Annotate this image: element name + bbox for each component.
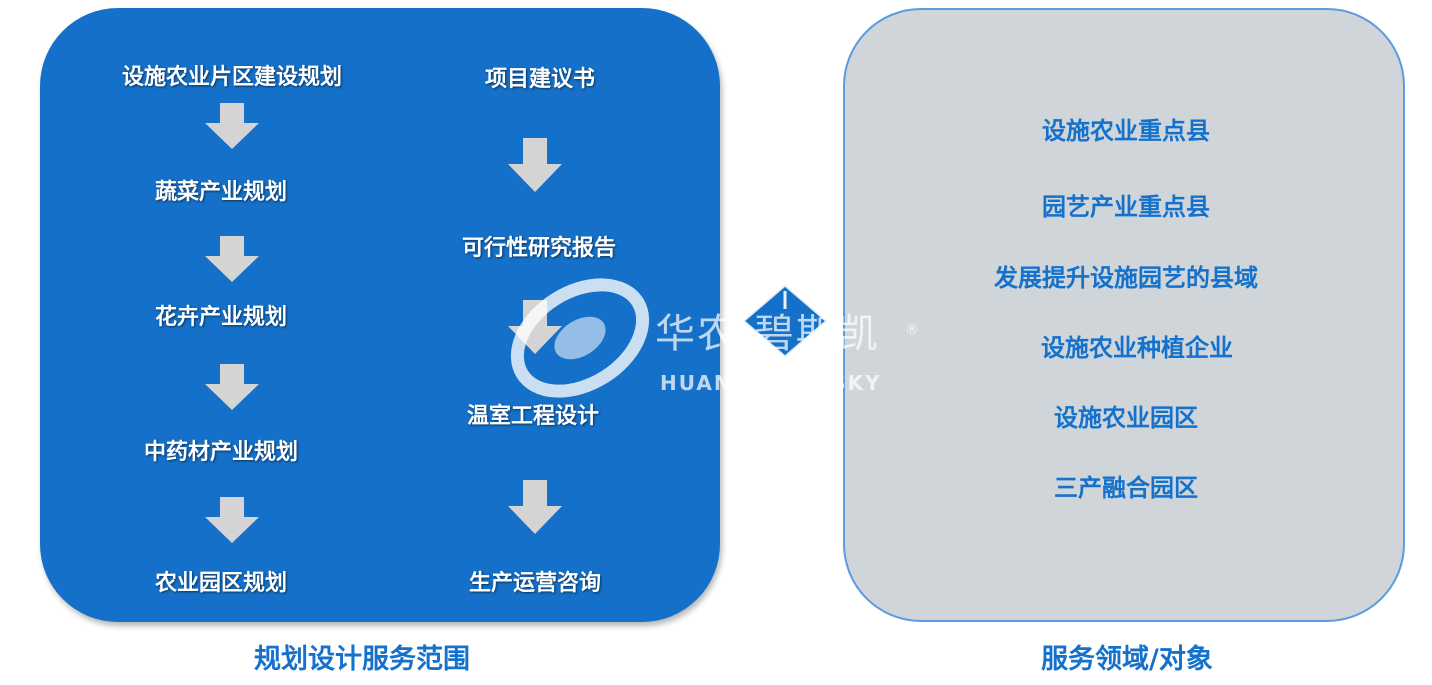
target-horticulture-county: 园艺产业重点县 (1042, 193, 1210, 221)
flow-step-feasibility-report: 可行性研究报告 (461, 236, 617, 261)
flow-step-operation-consulting: 生产运营咨询 (468, 571, 602, 596)
target-agri-park: 设施农业园区 (1054, 404, 1198, 432)
watermark-brand-cn: 华农·碧斯凯 (655, 311, 880, 357)
down-arrow-icon (508, 480, 562, 534)
target-planting-enterprise: 设施农业种植企业 (1041, 334, 1233, 362)
flow-step-flower-planning: 花卉产业规划 (154, 305, 288, 330)
down-arrow-icon (508, 300, 562, 354)
flow-step-greenhouse-design: 温室工程设计 (466, 404, 600, 429)
flow-step-park-planning: 农业园区规划 (154, 571, 288, 596)
flow-step-herb-planning: 中药材产业规划 (143, 440, 299, 465)
down-arrow-icon (205, 364, 259, 410)
watermark-registered-mark: ® (905, 322, 919, 338)
target-facility-county: 设施农业重点县 (1042, 117, 1210, 145)
down-arrow-icon (508, 138, 562, 192)
service-scope-caption: 规划设计服务范围 (254, 644, 470, 675)
service-scope-panel (40, 8, 720, 622)
watermark-diamond-icon (740, 283, 830, 359)
flow-step-project-proposal: 项目建议书 (484, 67, 596, 92)
service-targets-caption: 服务领域/对象 (1041, 644, 1213, 675)
service-targets-panel (843, 8, 1405, 622)
down-arrow-icon (205, 236, 259, 282)
target-developing-county: 发展提升设施园艺的县域 (994, 264, 1258, 292)
watermark-brand-en: HUANONG·BESKY (660, 371, 882, 395)
target-integration-park: 三产融合园区 (1054, 474, 1198, 502)
watermark-logo-icon (505, 278, 655, 398)
flow-step-vegetable-planning: 蔬菜产业规划 (154, 180, 288, 205)
down-arrow-icon (205, 103, 259, 149)
down-arrow-icon (205, 497, 259, 543)
flow-step-facility-zone-planning: 设施农业片区建设规划 (121, 65, 343, 90)
